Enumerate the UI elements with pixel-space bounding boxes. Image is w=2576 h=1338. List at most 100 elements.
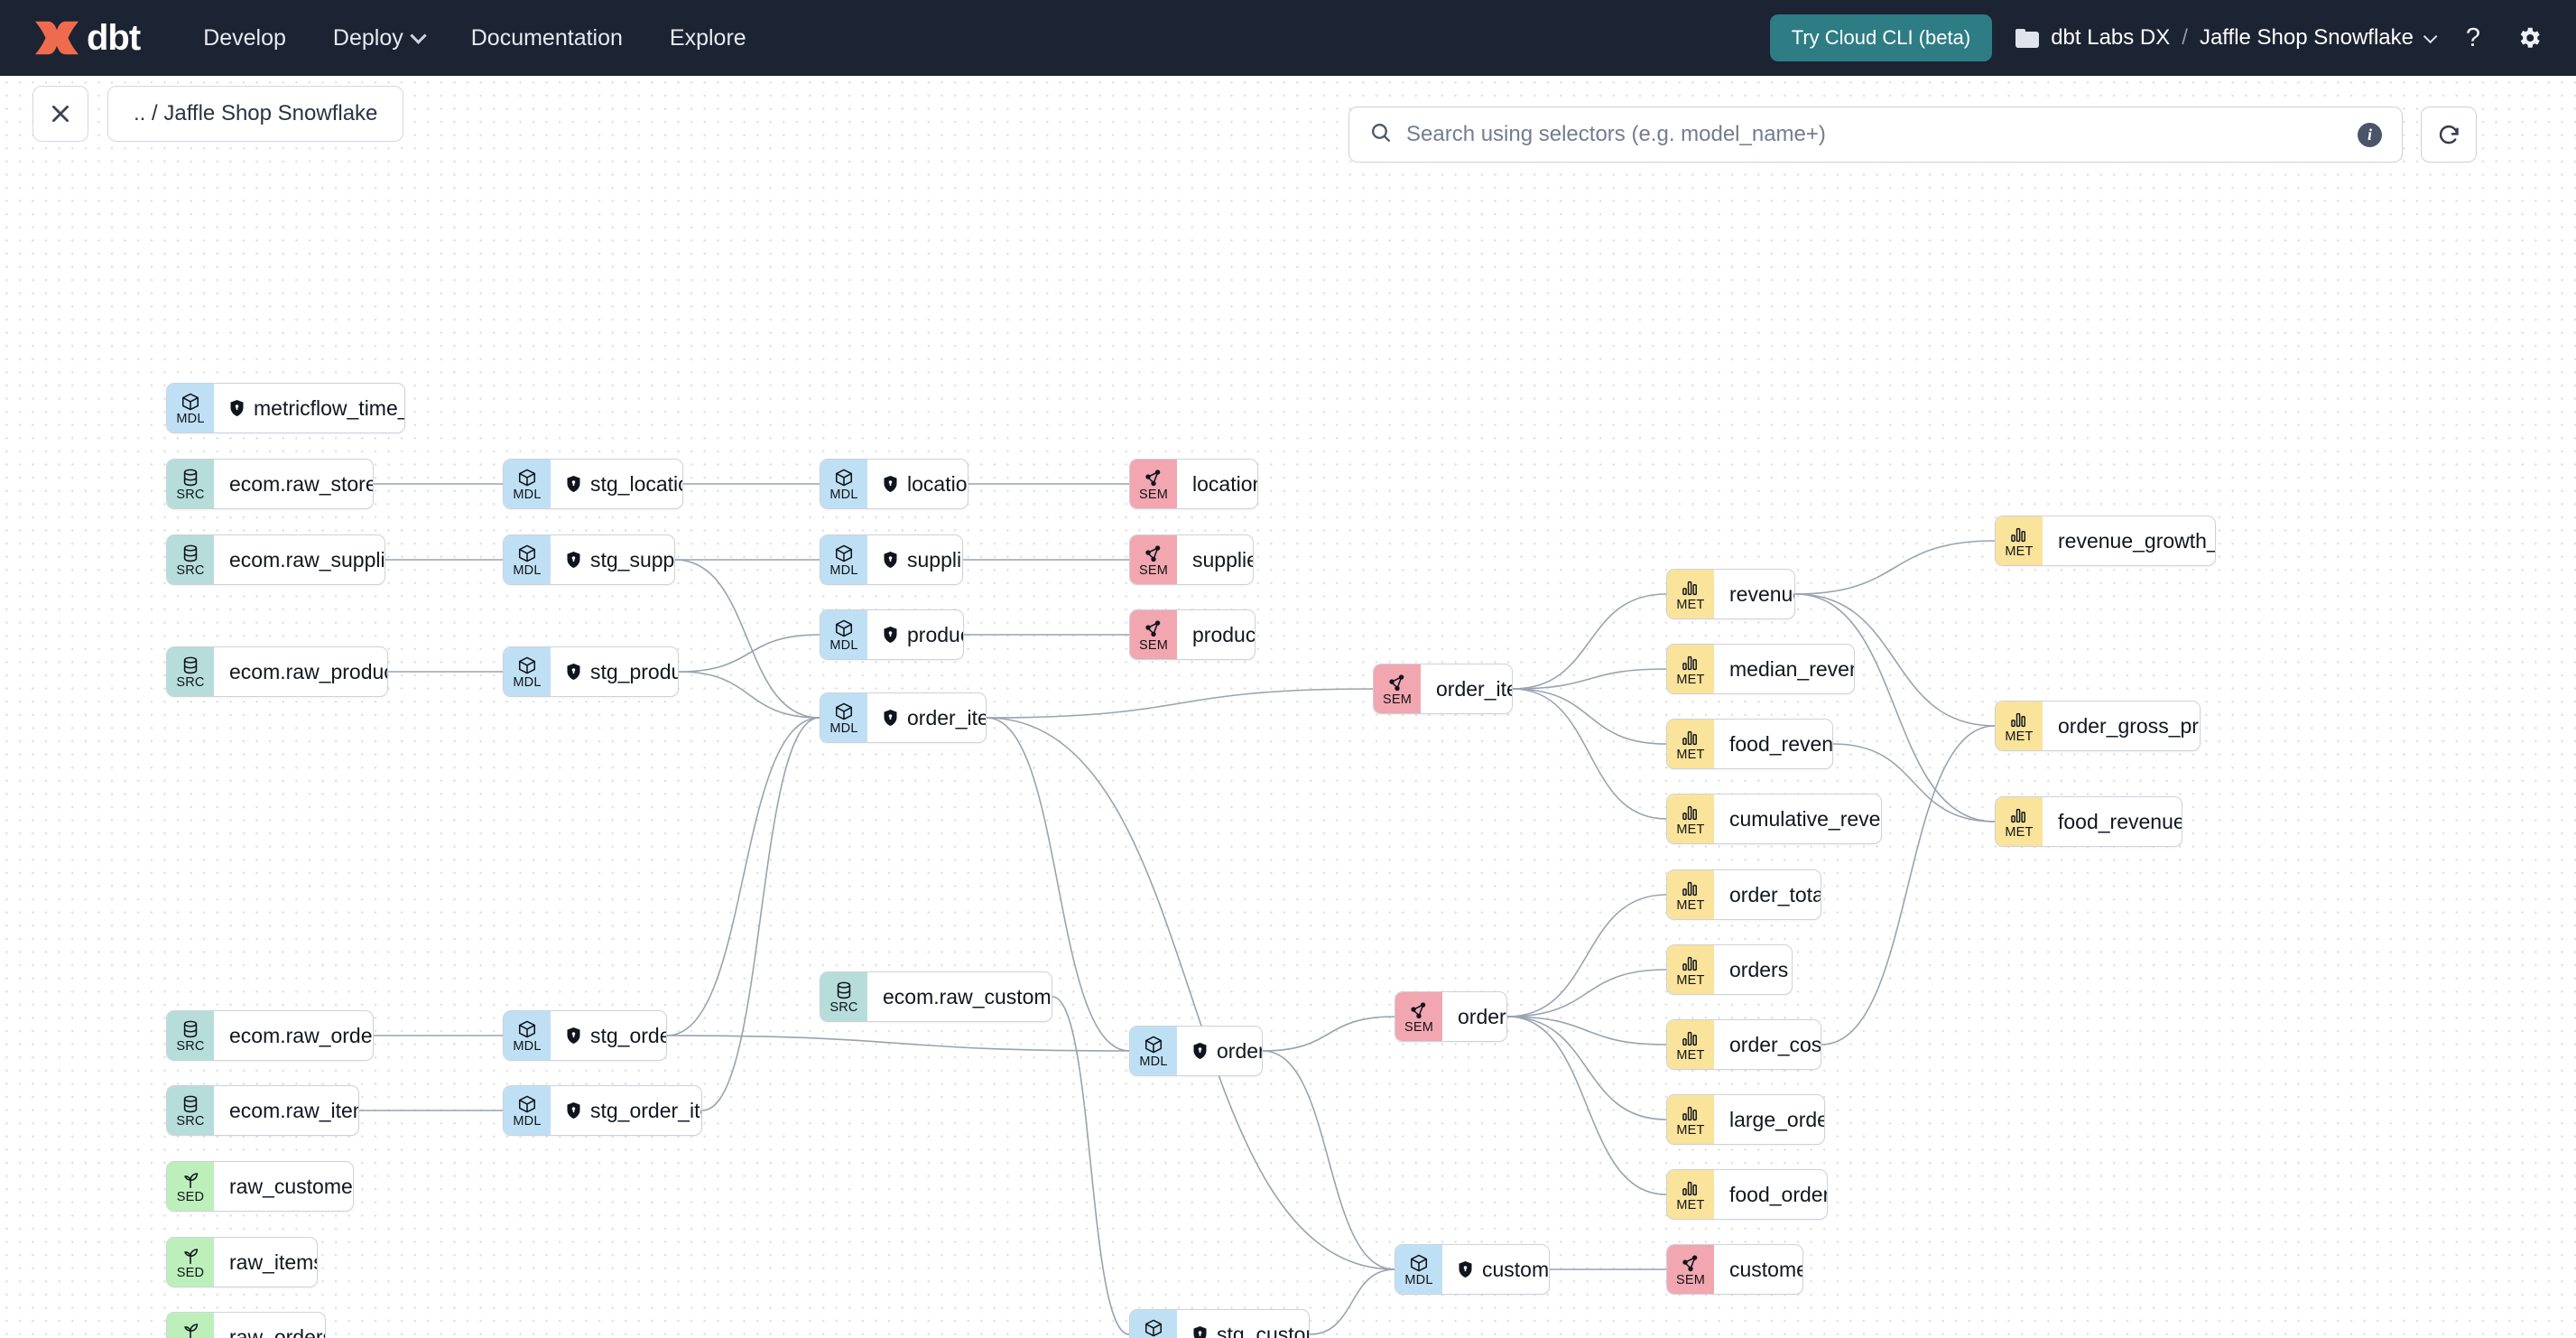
shield-lock-icon — [883, 626, 898, 644]
node-label: stg_orders — [590, 1023, 666, 1047]
seedling-icon: SED — [167, 1162, 214, 1211]
nav-item-explore-label: Explore — [669, 24, 746, 51]
node-label: cumulative_revenue — [1729, 806, 1881, 831]
graph-node-stg_supplies[interactable]: MDL stg_supplies — [503, 534, 675, 585]
node-type-label: SED — [176, 1190, 205, 1205]
graph-node-supplies_sem[interactable]: SEMsupplies — [1129, 534, 1254, 585]
nav-item-documentation[interactable]: Documentation — [448, 16, 646, 60]
graph-node-stg_locations[interactable]: MDL stg_locations — [503, 459, 683, 509]
node-label: raw_orders — [229, 1324, 326, 1338]
graph-node-stg_order_items[interactable]: MDL stg_order_items — [503, 1085, 702, 1136]
graph-node-stg_products[interactable]: MDL stg_products — [503, 646, 679, 697]
graph-node-raw_orders[interactable]: SED raw_orders — [166, 1312, 326, 1338]
node-body: food_revenue — [1714, 720, 1832, 768]
search-box[interactable]: i — [1348, 107, 2403, 163]
graph-node-products_sem[interactable]: SEMproducts — [1129, 609, 1256, 660]
lineage-edge — [1512, 688, 1667, 820]
node-type-label: SRC — [829, 1000, 858, 1016]
lineage-graph-canvas[interactable]: MDL metricflow_time_spine SRCecom.raw_st… — [0, 76, 2576, 1338]
nav-item-develop-label: Develop — [203, 24, 286, 51]
node-type-label: SEM — [1138, 638, 1169, 654]
dbt-logo-icon — [31, 16, 83, 60]
node-type-label: SRC — [176, 563, 205, 579]
chevron-down-icon — [410, 26, 427, 44]
graph-node-locations_sem[interactable]: SEMlocations — [1129, 459, 1258, 509]
gear-icon[interactable] — [2513, 22, 2545, 54]
node-type-label: MDL — [829, 721, 858, 737]
lineage-edge — [1506, 969, 1667, 1017]
nav-item-deploy[interactable]: Deploy — [310, 16, 448, 60]
graph-node-raw_customers[interactable]: SED raw_customers — [166, 1161, 354, 1212]
breadcrumb[interactable]: .. / Jaffle Shop Snowflake — [107, 86, 404, 142]
shield-lock-icon — [883, 709, 898, 727]
lineage-edge — [1506, 1016, 1667, 1195]
graph-node-stg_customers[interactable]: MDL stg_customers — [1129, 1309, 1310, 1338]
node-type-label: MDL — [829, 638, 858, 654]
cube-icon: MDL — [820, 535, 867, 584]
graph-node-products_mdl[interactable]: MDL products — [820, 609, 964, 660]
try-cloud-cli-button[interactable]: Try Cloud CLI (beta) — [1769, 14, 1993, 61]
graph-node-supplies_mdl[interactable]: MDL supplies — [820, 534, 963, 585]
lineage-edge — [1512, 688, 1667, 745]
lineage-edge — [1309, 1268, 1395, 1335]
refresh-icon[interactable] — [2421, 107, 2477, 163]
shield-lock-icon — [566, 1027, 581, 1045]
node-label: locations — [907, 471, 968, 496]
bar-chart-icon: MET — [1996, 516, 2043, 565]
node-label: stg_customers — [1217, 1322, 1309, 1338]
node-label: ecom.raw_products — [229, 659, 387, 683]
search-input[interactable] — [1406, 122, 2343, 147]
shield-lock-icon — [566, 551, 581, 569]
graph-node-order_items_mdl[interactable]: MDL order_items — [820, 692, 987, 743]
node-type-label: SRC — [176, 1039, 205, 1055]
nav-item-explore[interactable]: Explore — [646, 16, 770, 60]
account-breadcrumb: dbt Labs DX / Jaffle Shop Snowflake — [2015, 25, 2438, 51]
node-label: raw_customers — [229, 1174, 353, 1198]
node-type-label: SEM — [1138, 488, 1169, 503]
graph-node-stg_orders[interactable]: MDL stg_orders — [503, 1010, 667, 1061]
lineage-edge — [1262, 1050, 1395, 1270]
graph-node-customers_sem[interactable]: SEMcustomers — [1666, 1244, 1803, 1295]
node-type-label: SRC — [176, 1114, 205, 1129]
node-body: cumulative_revenue — [1714, 794, 1881, 843]
node-label: large_order — [1729, 1107, 1825, 1131]
node-label: customers — [1482, 1257, 1550, 1281]
lineage-edge — [678, 671, 820, 719]
nav-item-develop[interactable]: Develop — [180, 16, 310, 60]
close-icon[interactable] — [32, 86, 88, 142]
graph-node-locations_mdl[interactable]: MDL locations — [820, 459, 968, 509]
graph-node-orders_sem[interactable]: SEMorders — [1395, 991, 1507, 1042]
graph-node-orders_mdl[interactable]: MDL orders — [1129, 1026, 1263, 1076]
project-selector[interactable]: Jaffle Shop Snowflake — [2200, 25, 2438, 51]
node-type-label: MDL — [1404, 1273, 1433, 1288]
graph-node-metricflow_time_spine[interactable]: MDL metricflow_time_spine — [166, 383, 405, 433]
node-type-label: MET — [1676, 1123, 1705, 1138]
node-label: stg_products — [590, 659, 678, 683]
node-type-label: SEM — [1404, 1020, 1434, 1036]
dbt-brand[interactable]: dbt — [31, 16, 141, 60]
graph-node-customers_mdl[interactable]: MDL customers — [1395, 1244, 1550, 1295]
seedling-icon: SED — [167, 1313, 214, 1338]
graph-node-large_order[interactable]: MET large_order — [1666, 1094, 1825, 1145]
info-icon[interactable]: i — [2358, 122, 2382, 147]
help-button[interactable]: ? — [2465, 23, 2481, 52]
